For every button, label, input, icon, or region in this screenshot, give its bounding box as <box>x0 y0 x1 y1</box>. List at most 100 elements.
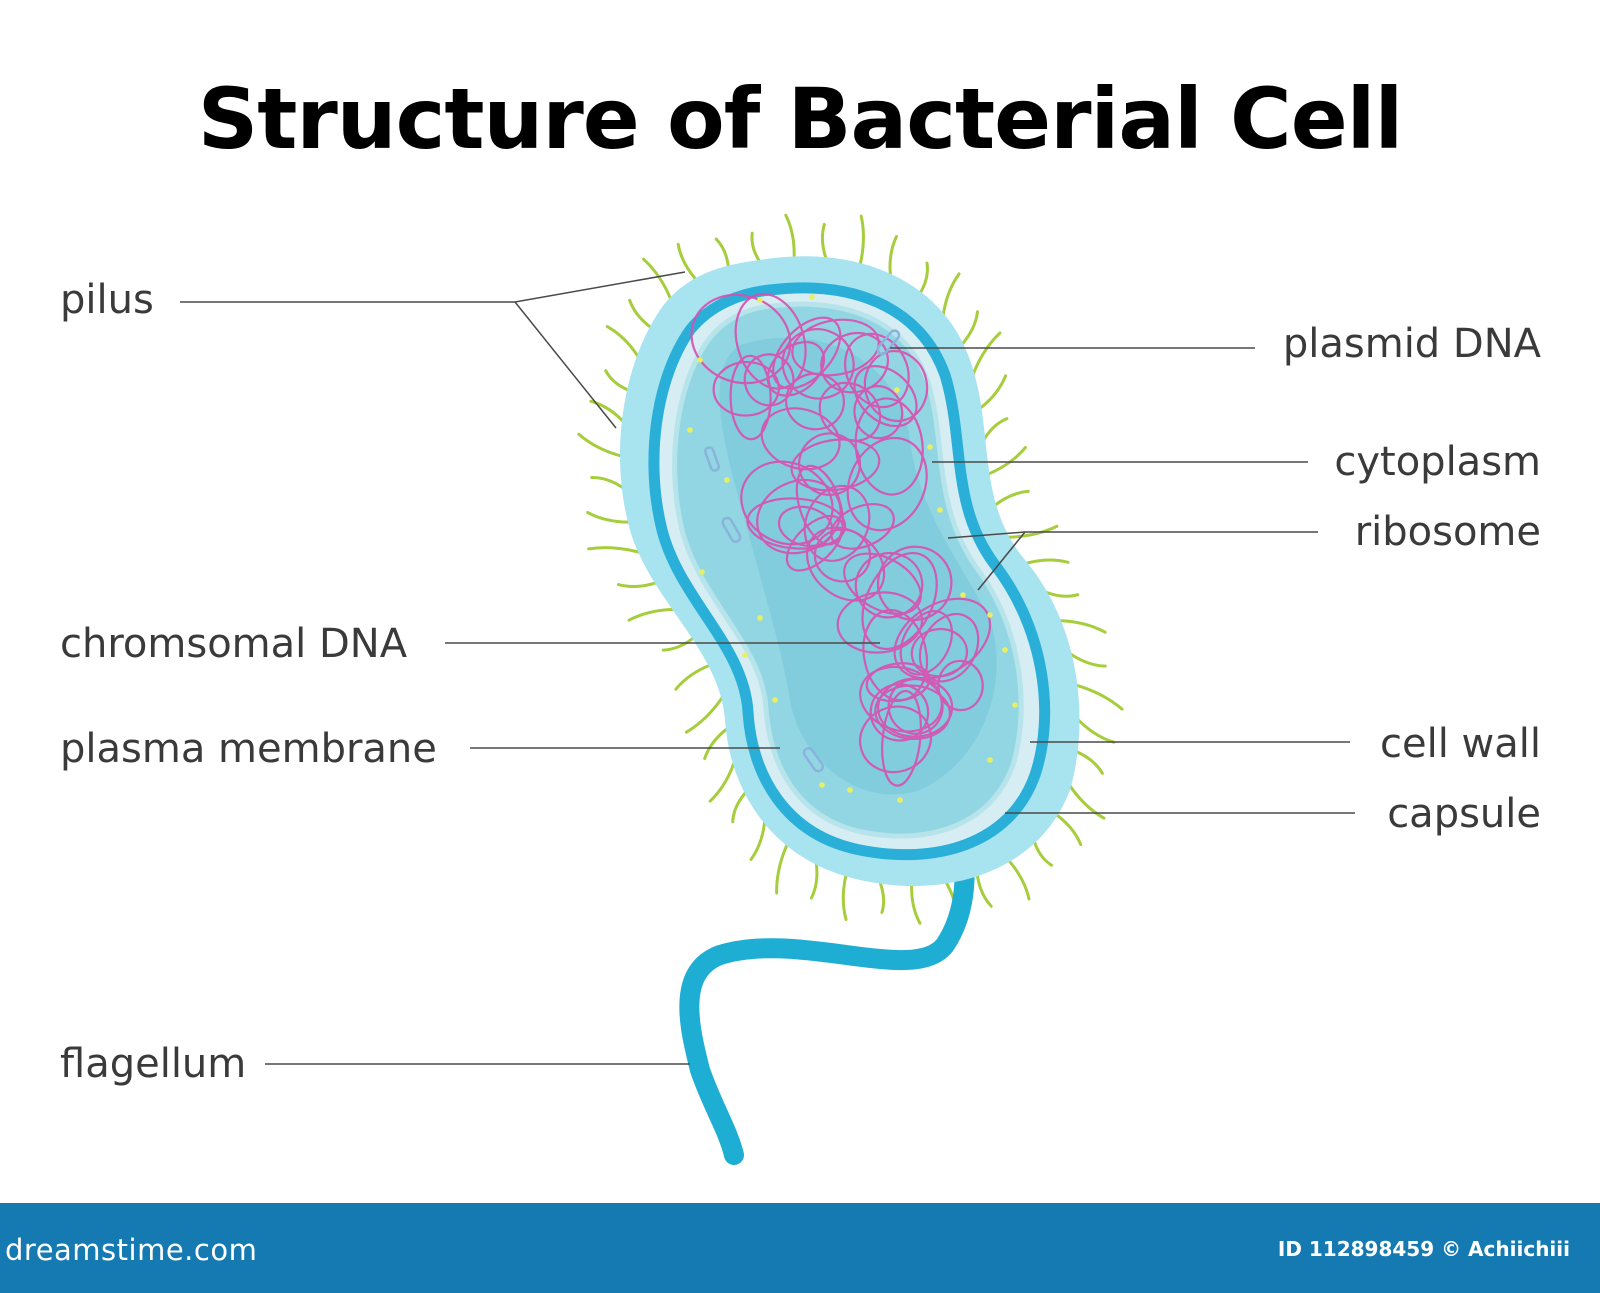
pilus-strand <box>703 726 730 761</box>
dna-loop <box>910 627 969 678</box>
pilus-strand <box>1005 857 1031 901</box>
ribosome-dot <box>757 615 763 621</box>
pilus-strand <box>975 870 993 908</box>
pilus-strand <box>749 817 767 861</box>
ribosome-dot <box>847 787 853 793</box>
pilus-strand <box>910 880 922 925</box>
dna-loop <box>859 665 943 733</box>
label-plasma-membrane: plasma membrane <box>60 726 437 772</box>
pilus-strand <box>1072 749 1104 775</box>
dna-loop <box>899 610 954 676</box>
leader-lines <box>180 271 1355 1065</box>
pilus-strand <box>1056 619 1107 634</box>
pilus-strand <box>1052 811 1083 847</box>
dna-loop <box>712 360 780 417</box>
dna-loop <box>690 293 792 385</box>
pilus-strand <box>977 374 1008 411</box>
pilus-strand <box>820 222 829 263</box>
ribosome-dot <box>697 357 703 363</box>
dna-loop <box>785 514 844 572</box>
flagellum <box>679 785 975 1165</box>
pilus-strand <box>877 878 886 914</box>
label-cytoplasm: cytoplasm <box>1334 439 1541 485</box>
ribosome-dot <box>1012 702 1018 708</box>
pilus-leader <box>180 271 686 303</box>
footer-credit: ID 112898459 © Achiichiii <box>1277 1237 1570 1261</box>
dna-loop <box>760 407 841 471</box>
dna-loop <box>772 316 842 390</box>
label-ribosome: ribosome <box>1355 509 1541 555</box>
dna-loop <box>865 662 931 703</box>
dna-loop <box>881 689 922 787</box>
pilus-strand <box>627 607 679 622</box>
pilus-strand <box>941 272 961 320</box>
pilus-strand <box>731 789 749 824</box>
pilus-strand <box>959 310 980 348</box>
ribosome-dot <box>724 477 730 483</box>
pilus-strand <box>590 475 628 492</box>
pilus-strand <box>750 231 763 266</box>
page-title: Structure of Bacterial Cell <box>197 70 1404 168</box>
dna-loop <box>859 705 932 774</box>
dna-loop <box>869 683 930 742</box>
pilus-strand <box>784 213 796 262</box>
pilus-strand <box>991 489 1030 509</box>
ribosome-dot <box>809 294 815 300</box>
ribosome-dot <box>742 652 748 658</box>
label-capsule: capsule <box>1387 791 1541 837</box>
dna-loop <box>830 503 895 550</box>
pilus-strand <box>676 242 700 283</box>
pilus-leader-branch <box>514 301 617 429</box>
pilus-strand <box>970 331 1002 379</box>
pilus-strand <box>858 214 865 269</box>
ribosome-leader-branch <box>947 531 1026 539</box>
label-cell-wall: cell wall <box>1380 721 1541 767</box>
pilus-strand <box>587 546 644 555</box>
ribosome-dot <box>987 612 993 618</box>
bacterial-cell-diagram: pilus plasmid DNA cytoplasm ribosome chr… <box>60 213 1542 1165</box>
dna-loop <box>729 354 772 441</box>
plasmid-dna <box>704 329 901 773</box>
ribosome-dot <box>757 297 763 303</box>
pilus-strand <box>841 871 849 922</box>
ribosome-dot <box>699 569 705 575</box>
ribosome-dot <box>987 757 993 763</box>
dna-loop <box>937 659 984 712</box>
dna-loop <box>846 436 928 532</box>
pilus-strand <box>888 235 898 280</box>
ribosome-dot <box>772 697 778 703</box>
pilus-strand <box>1003 524 1059 539</box>
pilus-strand <box>980 417 1009 444</box>
pilus-strand <box>589 399 627 426</box>
pilus-strand <box>642 257 674 304</box>
dna-loop <box>803 484 871 562</box>
footer-brand[interactable]: dreamstime.com <box>5 1233 258 1267</box>
pilus-strand <box>605 325 642 361</box>
ribosome-dot <box>960 592 966 598</box>
pilus-strand <box>1072 683 1124 711</box>
label-flagellum: flagellum <box>60 1041 246 1087</box>
chromosomal-dna <box>690 292 992 787</box>
pilus-strand <box>577 432 626 459</box>
dna-loop <box>918 613 980 683</box>
pilus-strand <box>1031 837 1053 867</box>
pilus-strand <box>1022 558 1070 566</box>
footer-bar: dreamstime.com ID 112898459 © Achiichiii <box>0 1203 1600 1293</box>
dna-loop <box>861 551 938 651</box>
dna-loop <box>790 438 881 492</box>
dna-loop <box>853 365 918 428</box>
pilus-strand <box>809 858 819 900</box>
dna-loop <box>797 432 862 496</box>
label-pilus: pilus <box>60 277 154 323</box>
dna-loop <box>766 340 826 397</box>
pilus-strand <box>775 840 790 895</box>
pilus-strand <box>984 446 1027 477</box>
pilus-strand <box>674 662 714 691</box>
ribosome-dot <box>927 444 933 450</box>
pilus-strand <box>684 693 726 734</box>
ribosome-dot <box>897 797 903 803</box>
pilus-strand <box>1074 716 1116 744</box>
pilus-strand <box>586 510 634 524</box>
dna-loop <box>743 353 795 407</box>
ribosome-dot <box>1002 647 1008 653</box>
